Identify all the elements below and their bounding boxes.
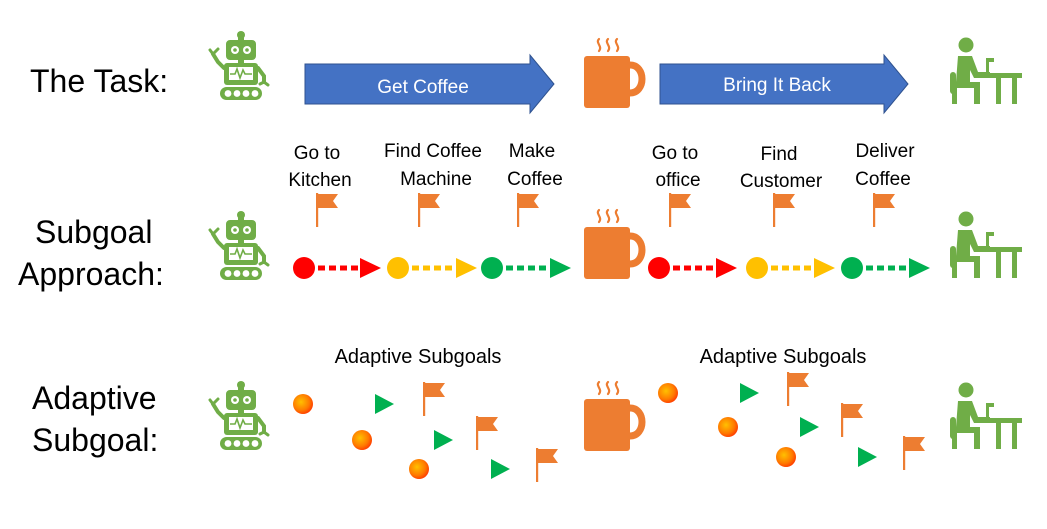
subgoal-step-yellow — [746, 257, 835, 279]
subgoal-step-green — [481, 257, 571, 279]
task-heading: The Task: — [30, 63, 168, 99]
flag-icon — [536, 448, 558, 482]
robot-icon — [208, 209, 270, 282]
row-adaptive-subgoal: Adaptive Subgoal: Adaptive Subgoals Adap… — [32, 346, 1022, 482]
adaptive-subgoal-arrow — [352, 430, 453, 450]
flag-icon — [787, 372, 809, 406]
bring-it-back-label: Bring It Back — [723, 75, 831, 96]
row-subgoal-approach: Subgoal Approach: Go to Kitchen Find Cof… — [18, 141, 1022, 292]
adaptive-subgoal-arrow — [718, 417, 819, 437]
coffee-mug-icon — [584, 210, 642, 279]
bring-it-back-arrow — [659, 53, 909, 115]
step-label-line1: Find Coffee — [384, 141, 482, 162]
flag-icon — [517, 193, 539, 227]
adaptive-subgoal-arrow — [409, 459, 510, 479]
flag-icon — [418, 193, 440, 227]
step-label-line1: Go to — [294, 143, 340, 164]
subgoal-step-yellow — [387, 257, 477, 279]
subgoal-step-red — [648, 257, 737, 279]
flag-icon — [841, 403, 863, 437]
step-label-line2: Machine — [400, 169, 472, 190]
person-at-desk-icon — [950, 37, 1022, 104]
flag-icon — [873, 193, 895, 227]
adaptive-heading-line2: Subgoal: — [32, 422, 158, 458]
adaptive-group-label: Adaptive Subgoals — [700, 346, 867, 368]
subgoal-heading-line2: Approach: — [18, 256, 164, 292]
robot-icon — [208, 379, 270, 452]
flag-icon — [669, 193, 691, 227]
adaptive-subgoal-arrow — [658, 383, 759, 403]
person-at-desk-icon — [950, 382, 1022, 449]
adaptive-subgoal-arrow — [776, 447, 877, 467]
flag-icon — [316, 193, 338, 227]
step-label-line1: Find — [761, 144, 798, 165]
coffee-mug-icon — [584, 39, 642, 108]
row-the-task: The Task: Get Coffee Bring It Back — [30, 29, 1022, 115]
subgoal-step-red — [293, 257, 381, 279]
step-label-line2: office — [655, 170, 700, 191]
flag-icon — [903, 436, 925, 470]
step-label-line1: Go to — [652, 143, 698, 164]
step-label-line2: Kitchen — [288, 170, 351, 191]
step-label-line2: Customer — [740, 171, 823, 192]
step-label-line1: Deliver — [855, 141, 915, 162]
step-label-line1: Make — [509, 141, 555, 162]
robot-icon — [208, 29, 270, 102]
get-coffee-arrow — [304, 53, 555, 115]
get-coffee-label: Get Coffee — [377, 77, 469, 98]
step-label-line2: Coffee — [507, 169, 563, 190]
flag-icon — [476, 416, 498, 450]
subgoal-step-green — [841, 257, 930, 279]
adaptive-group-label: Adaptive Subgoals — [335, 346, 502, 368]
flag-icon — [773, 193, 795, 227]
coffee-mug-icon — [584, 382, 642, 451]
subgoal-heading-line1: Subgoal — [35, 214, 152, 250]
person-at-desk-icon — [950, 211, 1022, 278]
flag-icon — [423, 382, 445, 416]
adaptive-subgoal-arrow — [293, 394, 394, 414]
step-label-line2: Coffee — [855, 169, 911, 190]
adaptive-heading-line1: Adaptive — [32, 380, 157, 416]
